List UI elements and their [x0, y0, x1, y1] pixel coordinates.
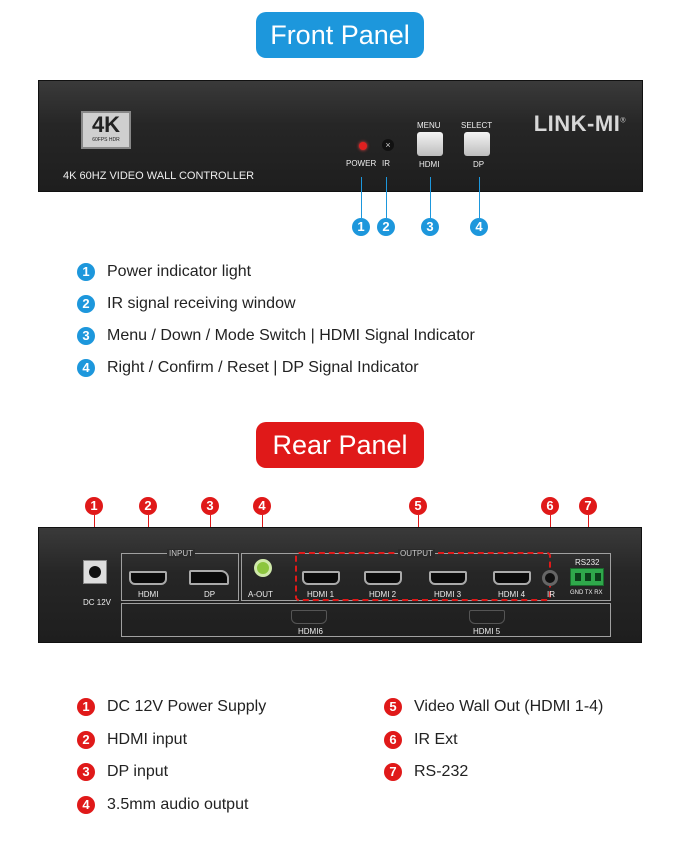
power-led-icon	[359, 142, 367, 150]
list-item-text: Power indicator light	[107, 263, 252, 280]
badge-icon: 4	[77, 359, 95, 377]
rs232-pins-label: GND TX RX	[570, 590, 603, 596]
list-item-text: DC 12V Power Supply	[107, 698, 267, 715]
callout-line-1	[361, 177, 362, 218]
rear-panel-title: Rear Panel	[256, 422, 424, 468]
select-button	[464, 132, 490, 156]
rs232-label: RS232	[575, 558, 600, 567]
badge-icon: 6	[384, 731, 402, 749]
badge-icon: 3	[77, 763, 95, 781]
list-item-text: 3.5mm audio output	[107, 796, 249, 813]
hdmi-output-2-port-icon	[364, 571, 402, 585]
list-item-text: Right / Confirm / Reset | DP Signal Indi…	[107, 359, 419, 376]
ir-ext-label: IR	[547, 590, 555, 599]
hdmi-output-4-label: HDMI 4	[498, 590, 526, 599]
dp-input-port-icon	[189, 570, 229, 585]
badge-icon: 7	[384, 763, 402, 781]
aout-label: A-OUT	[248, 590, 273, 599]
front-marker-2: 2	[377, 218, 395, 236]
callout-line-4	[479, 177, 480, 218]
hdmi-output-1-port-icon	[302, 571, 340, 585]
badge-icon: 4	[77, 796, 95, 814]
rear-marker-1: 1	[85, 497, 103, 515]
dp-input-label: DP	[204, 590, 216, 599]
power-label: POWER	[346, 159, 377, 168]
callout-line-3	[430, 177, 431, 218]
list-item-text: Menu / Down / Mode Switch | HDMI Signal …	[107, 327, 475, 344]
output-group-label: OUTPUT	[398, 549, 435, 558]
list-item-text: HDMI input	[107, 731, 188, 748]
list-item-text: Video Wall Out (HDMI 1-4)	[414, 698, 604, 715]
menu-button	[417, 132, 443, 156]
dc-label: DC 12V	[83, 598, 112, 607]
rear-device-image: DC 12V INPUT HDMI DP A-OUT OUTPUT HDMI 1…	[38, 527, 642, 643]
dc-jack-icon	[83, 560, 107, 584]
front-panel-title: Front Panel	[256, 12, 424, 58]
front-marker-4: 4	[470, 218, 488, 236]
rear-marker-2: 2	[139, 497, 157, 515]
brand-logo: LINK-MI®	[534, 111, 626, 137]
hdmi-input-port-icon	[129, 571, 167, 585]
audio-jack-icon	[254, 559, 272, 577]
bottom-ports-box	[121, 603, 611, 637]
4k-logo-sub: 60FPS HDR	[92, 137, 120, 143]
rear-marker-7: 7	[579, 497, 597, 515]
hdmi-output-3-port-icon	[429, 571, 467, 585]
badge-icon: 5	[384, 698, 402, 716]
input-group-label: INPUT	[167, 549, 195, 558]
front-marker-3: 3	[421, 218, 439, 236]
ir-jack-icon	[542, 570, 558, 586]
hdmi-output-2-label: HDMI 2	[369, 590, 397, 599]
select-dp-label: DP	[473, 160, 485, 169]
hdmi5-label: HDMI 5	[473, 627, 501, 636]
badge-icon: 1	[77, 698, 95, 716]
list-item-text: IR signal receiving window	[107, 295, 296, 312]
list-item-text: DP input	[107, 763, 169, 780]
brand-mark: ®	[620, 117, 626, 125]
badge-icon: 3	[77, 327, 95, 345]
4k-logo-main: 4K	[91, 112, 121, 137]
rear-marker-3: 3	[201, 497, 219, 515]
rear-marker-4: 4	[253, 497, 271, 515]
hdmi-output-1-label: HDMI 1	[307, 590, 335, 599]
front-device-image: 4K 60FPS HDR 4K 60HZ VIDEO WALL CONTROLL…	[38, 80, 643, 192]
ir-label: IR	[382, 159, 390, 168]
badge-icon: 2	[77, 731, 95, 749]
rear-marker-5: 5	[409, 497, 427, 515]
hdmi-output-3-label: HDMI 3	[434, 590, 462, 599]
rear-marker-6: 6	[541, 497, 559, 515]
callout-line-2	[386, 177, 387, 218]
hdmi6-port-icon	[291, 610, 327, 624]
hdmi6-label: HDMI6	[298, 627, 323, 636]
hdmi5-port-icon	[469, 610, 505, 624]
front-marker-1: 1	[352, 218, 370, 236]
badge-icon: 1	[77, 263, 95, 281]
hdmi-output-4-port-icon	[493, 571, 531, 585]
rs232-terminal-icon	[570, 568, 604, 586]
4k-logo: 4K 60FPS HDR	[81, 111, 131, 149]
hdmi-input-label: HDMI	[138, 590, 159, 599]
model-label: 4K 60HZ VIDEO WALL CONTROLLER	[63, 170, 255, 182]
menu-label: MENU	[417, 121, 441, 130]
list-item-text: IR Ext	[414, 731, 458, 748]
ir-window-icon: ×	[382, 139, 394, 151]
badge-icon: 2	[77, 295, 95, 313]
menu-hdmi-label: HDMI	[419, 160, 440, 169]
list-item-text: RS-232	[414, 763, 469, 780]
brand-text: LINK-MI	[533, 111, 621, 136]
select-label: SELECT	[461, 121, 493, 130]
